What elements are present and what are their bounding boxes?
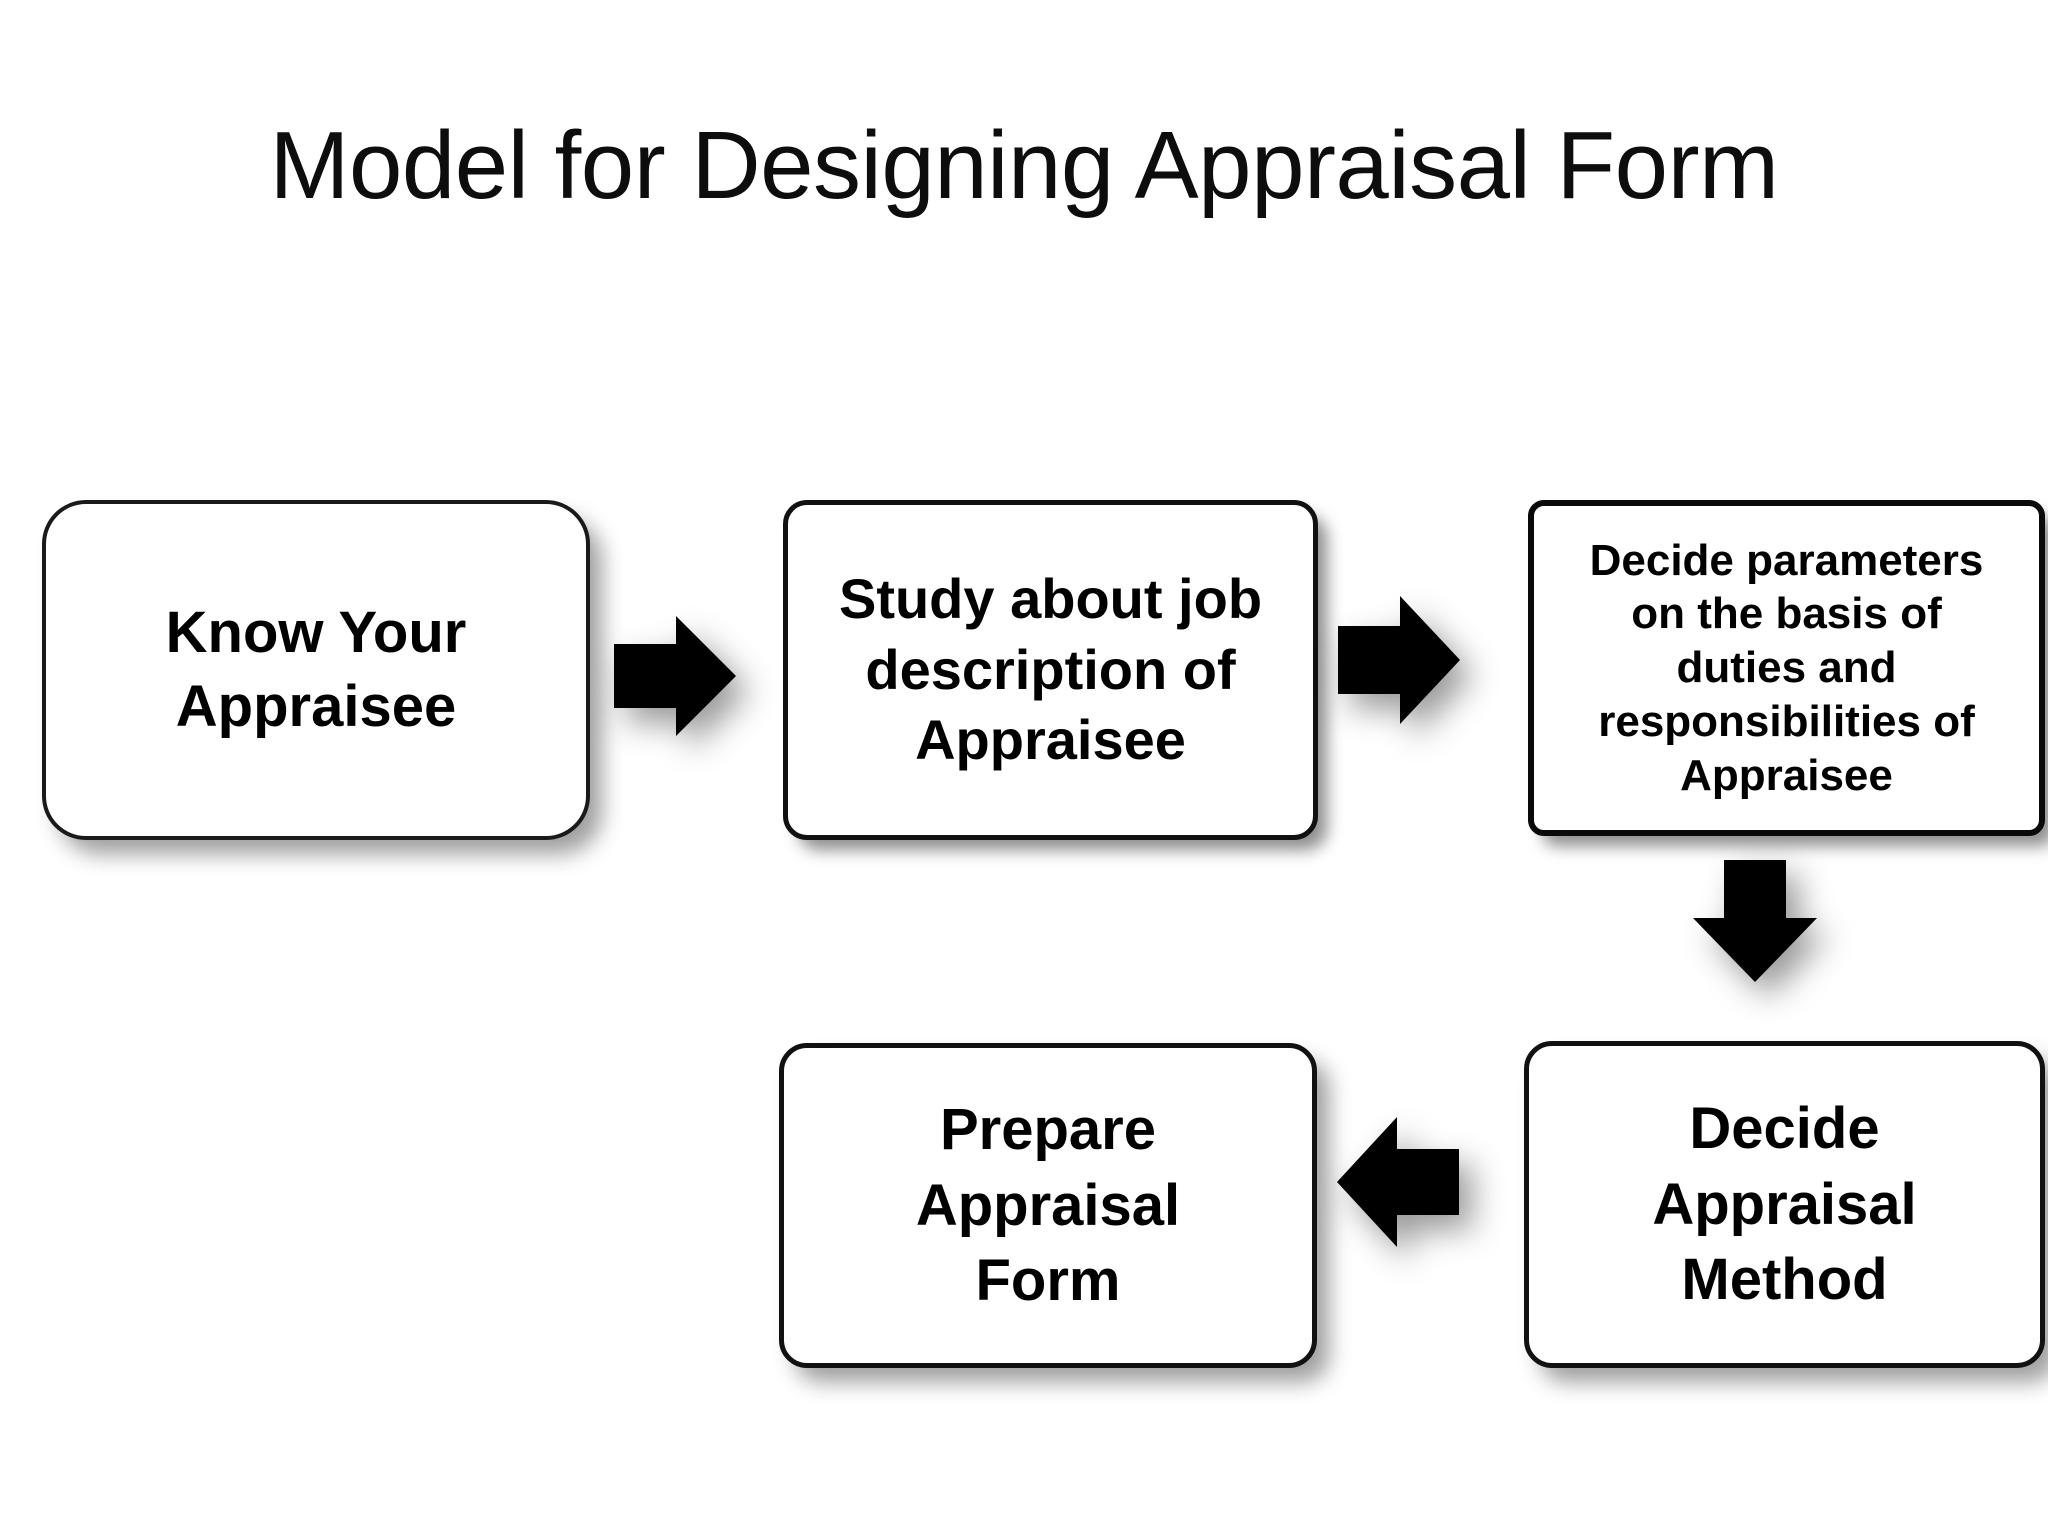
process-node-study-job-description[interactable]: Study about job description of Appraisee [783,500,1318,840]
arrow-left-icon-method-to-form [1337,1117,1459,1247]
process-node-label: Prepare Appraisal Form [915,1097,1181,1314]
process-node-decide-parameters[interactable]: Decide parameters on the basis of duties… [1528,500,2045,836]
process-node-label: Study about job description of Appraisee [838,567,1263,772]
arrow-down-icon-decide-to-method [1693,860,1817,982]
process-node-decide-appraisal-method[interactable]: Decide Appraisal Method [1524,1041,2045,1368]
arrow-right-icon-know-to-study [614,616,736,736]
process-node-prepare-appraisal-form[interactable]: Prepare Appraisal Form [779,1043,1317,1368]
process-node-label: Know Your Appraisee [165,599,467,739]
arrow-right-icon-study-to-decide [1338,596,1460,724]
page-title: Model for Designing Appraisal Form [269,112,1779,219]
process-node-label: Decide Appraisal Method [1652,1096,1917,1313]
process-node-label: Decide parameters on the basis of duties… [1589,535,1984,800]
process-node-know-your-appraisee[interactable]: Know Your Appraisee [42,500,590,840]
